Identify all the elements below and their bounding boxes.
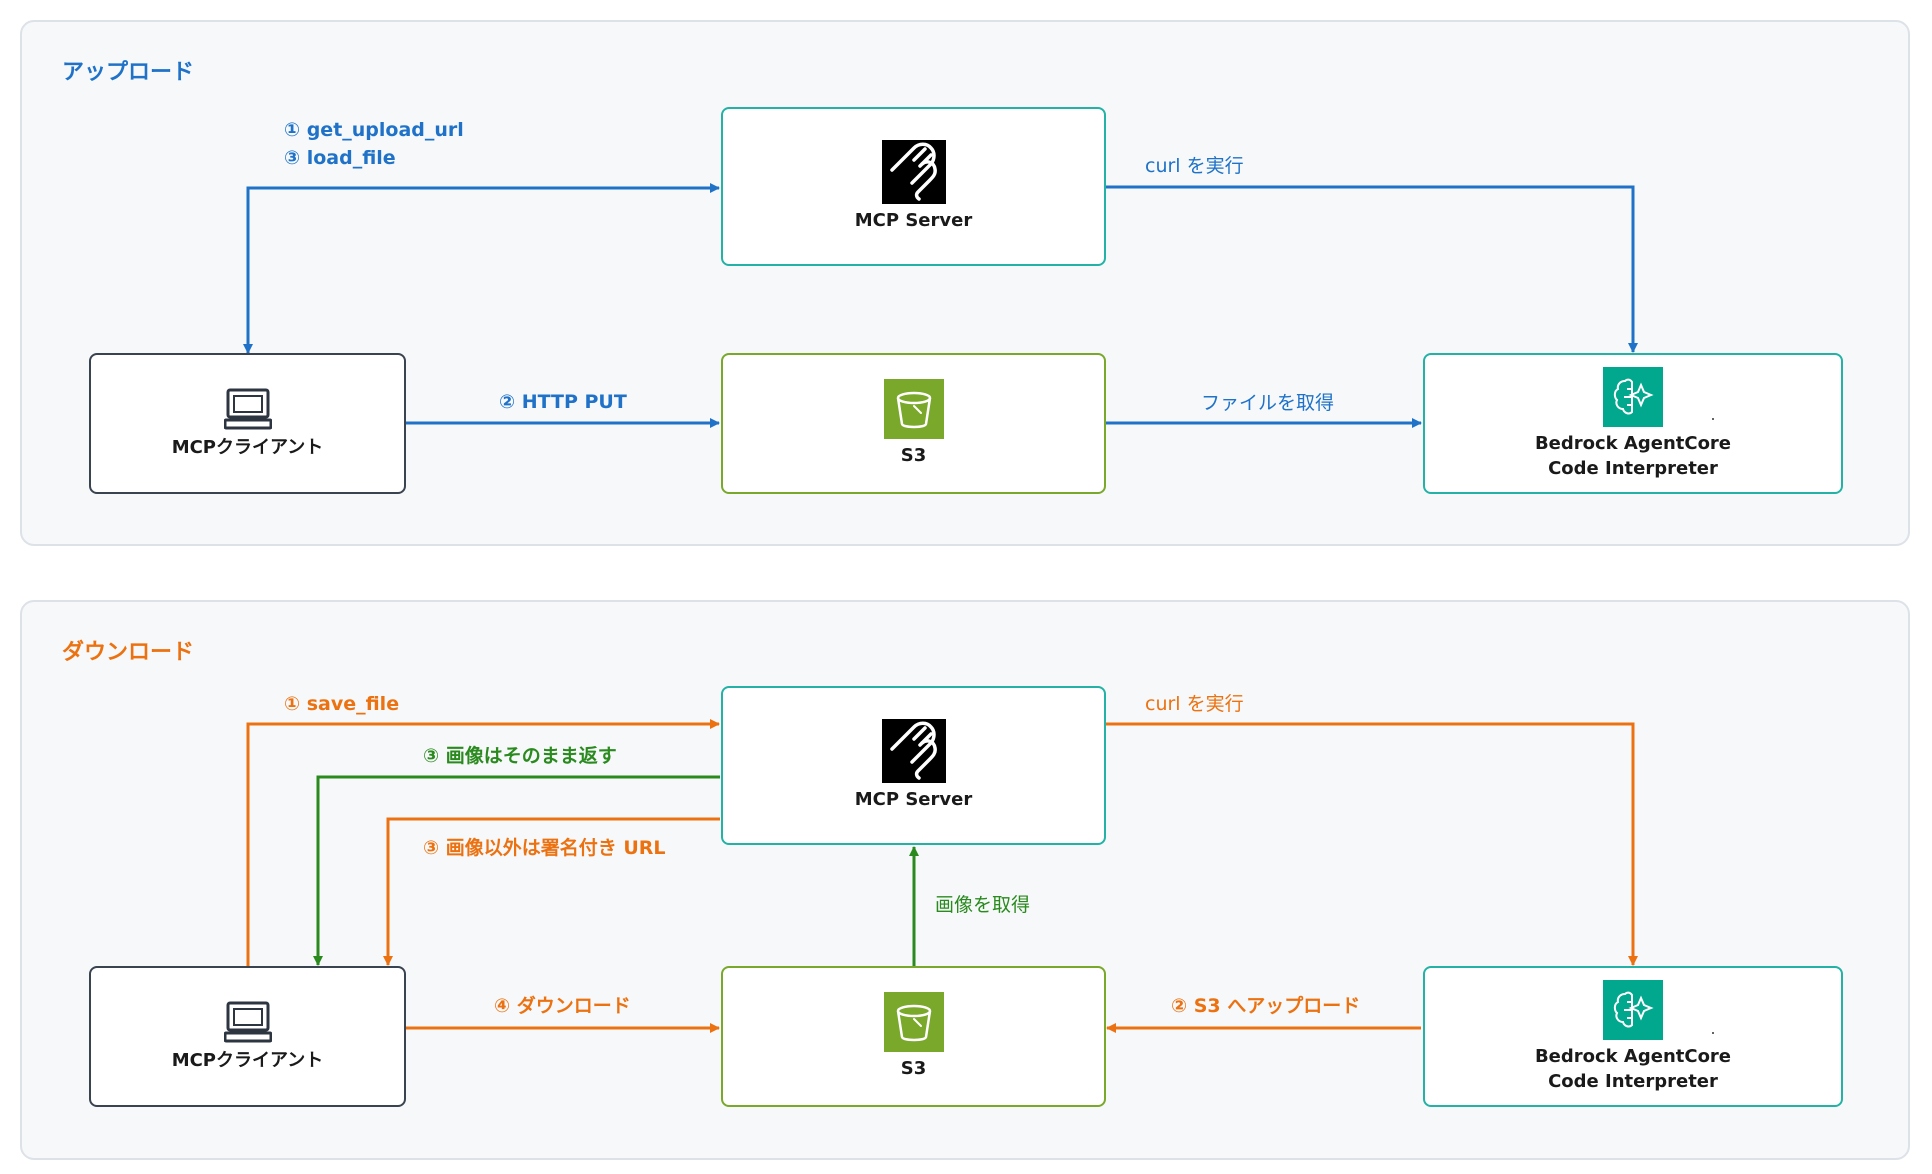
upload-mcp-client-node: MCPクライアント: [89, 353, 406, 494]
upload-agentcore-label: Bedrock AgentCore Code Interpreter: [1534, 432, 1732, 479]
upload-agentcore-node: Bedrock AgentCore Code Interpreter: [1423, 353, 1843, 494]
download-s3-label: S3: [900, 1058, 927, 1079]
computer-icon: [223, 1001, 272, 1043]
agentcore-brain-icon: [1603, 366, 1663, 427]
download-s3-node: S3: [721, 966, 1106, 1107]
download-agentcore-node: Bedrock AgentCore Code Interpreter: [1423, 966, 1843, 1107]
download-mcp-client-node: MCPクライアント: [89, 966, 406, 1107]
upload-edge-label-step3: ③ load_file: [284, 147, 396, 169]
download-edge-label-image: ③ 画像はそのまま返す: [423, 745, 617, 767]
s3-bucket-icon: [883, 992, 944, 1052]
download-agentcore-label: Bedrock AgentCore Code Interpreter: [1534, 1045, 1732, 1092]
download-edge-label-download: ④ ダウンロード: [494, 995, 631, 1017]
download-mcp-server-node: MCP Server: [721, 686, 1106, 845]
upload-title: アップロード: [62, 60, 195, 85]
download-edge-label-get-image: 画像を取得: [935, 894, 1031, 916]
download-edge-label-nonimage: ③ 画像以外は署名付き URL: [423, 837, 666, 859]
upload-edge-label-fetch: ファイルを取得: [1201, 392, 1335, 414]
download-title: ダウンロード: [62, 640, 195, 665]
upload-edge-label-curl: curl を実行: [1145, 155, 1244, 177]
download-mcp-server-label: MCP Server: [854, 789, 973, 810]
mcp-logo-icon: [881, 140, 946, 204]
download-mcp-client-label: MCPクライアント: [171, 1050, 324, 1071]
s3-bucket-icon: [883, 379, 944, 439]
agentcore-brain-icon: [1603, 979, 1663, 1040]
mcp-logo-icon: [881, 719, 946, 783]
upload-mcp-client-label: MCPクライアント: [171, 437, 324, 458]
upload-s3-node: S3: [721, 353, 1106, 494]
upload-mcp-server-label: MCP Server: [854, 210, 973, 231]
upload-edge-label-put: ② HTTP PUT: [499, 391, 627, 413]
computer-icon: [223, 388, 272, 430]
upload-edge-label-step1: ① get_upload_url: [284, 119, 464, 141]
upload-mcp-server-node: MCP Server: [721, 107, 1106, 266]
upload-s3-label: S3: [900, 445, 927, 466]
download-edge-label-curl: curl を実行: [1145, 693, 1244, 715]
download-edge-label-s3-upload: ② S3 へアップロード: [1171, 995, 1361, 1017]
upload-agentcore-dot: [1712, 418, 1714, 420]
download-edge-label-save: ① save_file: [284, 693, 400, 715]
download-agentcore-dot: [1712, 1032, 1714, 1034]
